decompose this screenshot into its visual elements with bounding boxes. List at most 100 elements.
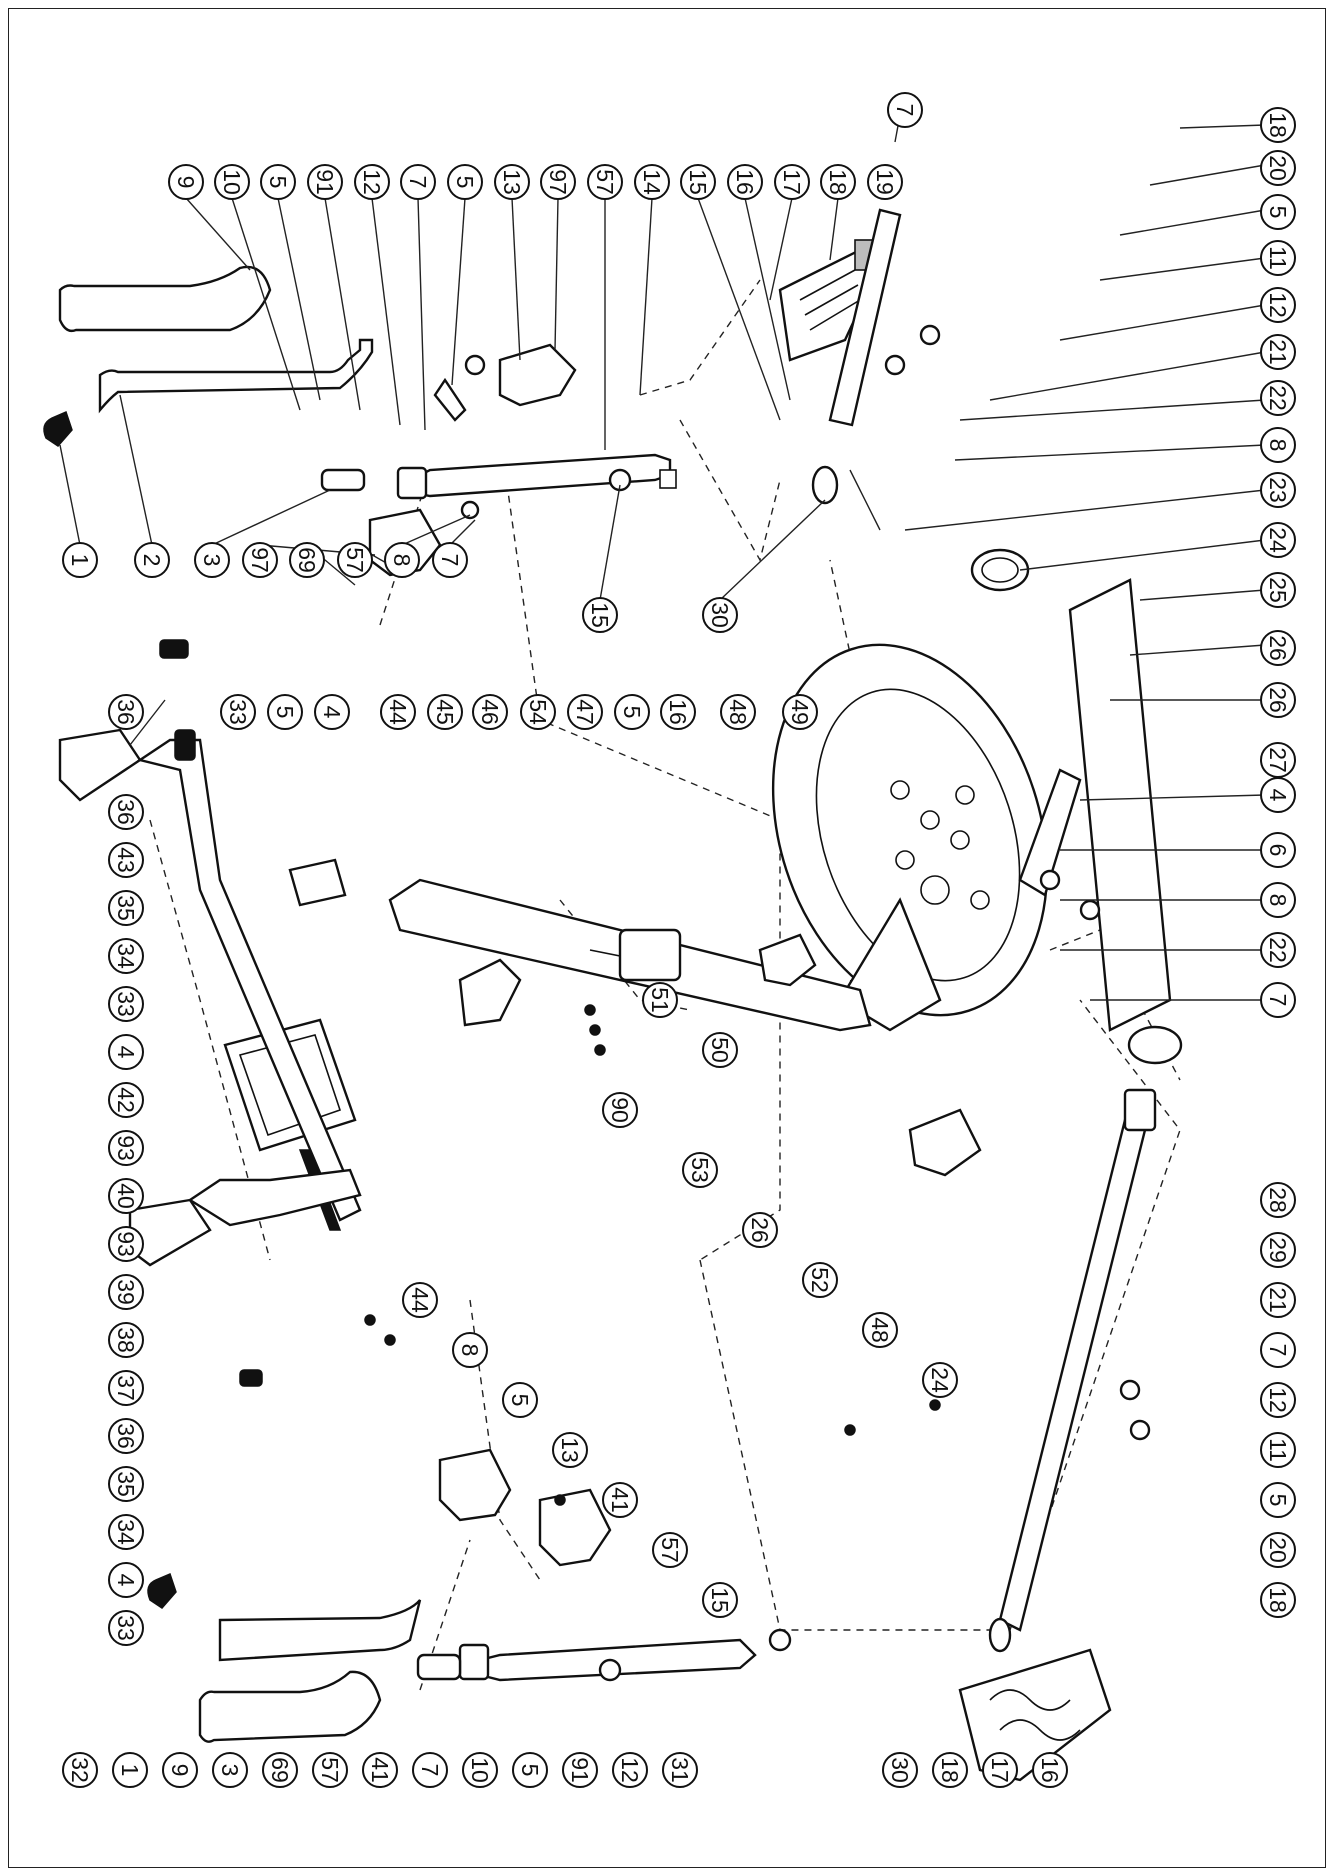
- pedal-top: [778, 239, 882, 362]
- callout-circle: [867, 164, 903, 200]
- callout-label: 16: [732, 169, 758, 195]
- callout-label: 35: [113, 895, 139, 921]
- callout-circle: [1260, 832, 1296, 868]
- callout-36: 36: [108, 794, 144, 830]
- tension-knob: [458, 933, 982, 1177]
- callout-label: 8: [389, 554, 415, 567]
- callout-44: 44: [402, 1282, 438, 1318]
- callout-label: 32: [67, 1757, 93, 1783]
- callout-label: 25: [1265, 577, 1291, 603]
- callout-11: 11: [1260, 240, 1296, 276]
- leader-lines: [59, 114, 1266, 1001]
- callout-34: 34: [108, 1514, 144, 1550]
- callout-label: 5: [1265, 1494, 1291, 1507]
- callout-circle: [587, 164, 623, 200]
- callout-label: 36: [113, 1423, 139, 1449]
- callout-40: 40: [108, 1178, 144, 1214]
- callout-12: 12: [354, 164, 390, 200]
- callout-label: 7: [437, 554, 463, 567]
- callout-51: 51: [642, 982, 678, 1018]
- callout-circle: [402, 1282, 438, 1318]
- callout-circle: [314, 694, 350, 730]
- callout-label: 26: [747, 1217, 773, 1243]
- callout-18: 18: [1260, 107, 1296, 143]
- callout-label: 47: [572, 699, 598, 725]
- callout-label: 4: [113, 1574, 139, 1587]
- callout-9: 9: [162, 1752, 198, 1788]
- callout-label: 38: [113, 1327, 139, 1353]
- callout-label: 9: [167, 1764, 193, 1777]
- callout-label: 7: [1265, 994, 1291, 1007]
- callout-label: 7: [405, 176, 431, 189]
- callout-circle: [108, 1178, 144, 1214]
- callout-circle: [108, 1322, 144, 1358]
- callout-label: 53: [687, 1157, 713, 1183]
- callout-label: 4: [113, 1046, 139, 1059]
- callout-57: 57: [312, 1752, 348, 1788]
- callout-label: 13: [557, 1437, 583, 1463]
- callout-label: 43: [113, 847, 139, 873]
- callout-label: 22: [1265, 937, 1291, 963]
- callout-circle: [220, 694, 256, 730]
- callout-circle: [1260, 427, 1296, 463]
- callout-circle: [108, 1466, 144, 1502]
- callout-circle: [1260, 107, 1296, 143]
- callout-circle: [108, 1562, 144, 1598]
- callout-label: 3: [217, 1764, 243, 1777]
- callout-circle: [214, 164, 250, 200]
- callout-17: 17: [774, 164, 810, 200]
- callout-7: 7: [1260, 982, 1296, 1018]
- callout-circle: [168, 164, 204, 200]
- callout-circle: [1260, 982, 1296, 1018]
- callout-18: 18: [1260, 1582, 1296, 1618]
- callout-label: 17: [987, 1757, 1013, 1783]
- callout-circle: [472, 694, 508, 730]
- callout-7: 7: [887, 92, 923, 128]
- callout-circle: [682, 1152, 718, 1188]
- callout-label: 20: [1265, 155, 1291, 181]
- callout-50: 50: [702, 1032, 738, 1068]
- callout-label: 7: [417, 1764, 443, 1777]
- callout-circle: [727, 164, 763, 200]
- callout-circle: [662, 1752, 698, 1788]
- callout-circle: [1260, 630, 1296, 666]
- callout-circle: [1260, 1182, 1296, 1218]
- callout-label: 90: [607, 1097, 633, 1123]
- callout-circle: [602, 1482, 638, 1518]
- callout-22: 22: [1260, 932, 1296, 968]
- callout-circle: [432, 542, 468, 578]
- callout-33: 33: [108, 1610, 144, 1646]
- callout-label: 17: [779, 169, 805, 195]
- callout-label: 48: [725, 699, 751, 725]
- callout-circle: [660, 694, 696, 730]
- handlebar-lower: [147, 1572, 422, 1743]
- callout-3: 3: [194, 542, 230, 578]
- callout-93: 93: [108, 1130, 144, 1166]
- callout-circle: [742, 1212, 778, 1248]
- callout-circle: [642, 982, 678, 1018]
- callout-circle: [108, 1418, 144, 1454]
- callout-10: 10: [214, 164, 250, 200]
- callout-circle: [412, 1752, 448, 1788]
- callout-circle: [1260, 1232, 1296, 1268]
- callout-label: 16: [1037, 1757, 1063, 1783]
- small-parts: [364, 324, 1151, 1682]
- callout-label: 93: [113, 1135, 139, 1161]
- callout-16: 16: [1032, 1752, 1068, 1788]
- callout-label: 50: [707, 1037, 733, 1063]
- middle-handlebars: [58, 639, 362, 1387]
- callout-label: 10: [467, 1757, 493, 1783]
- rear-stabilizer: [970, 548, 1183, 1065]
- callout-39: 39: [108, 1274, 144, 1310]
- callout-label: 22: [1265, 385, 1291, 411]
- callout-label: 26: [1265, 635, 1291, 661]
- callout-91: 91: [307, 164, 343, 200]
- callout-5: 5: [1260, 194, 1296, 230]
- callout-circle: [582, 597, 618, 633]
- callout-circle: [108, 1514, 144, 1550]
- callout-7: 7: [1260, 1332, 1296, 1368]
- callout-label: 97: [247, 547, 273, 573]
- callout-12: 12: [1260, 1382, 1296, 1418]
